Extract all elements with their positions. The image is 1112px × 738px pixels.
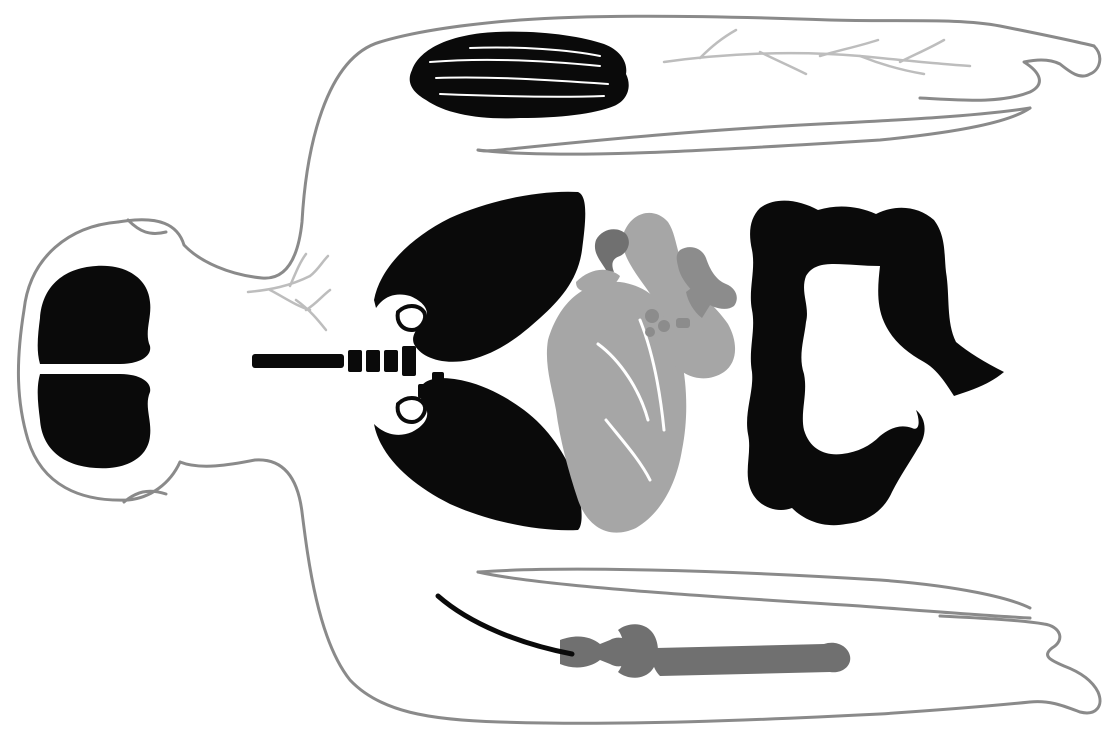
forearm-nerve [664,30,970,74]
gallbladder [595,229,629,272]
muscle [410,32,629,119]
brain [38,266,151,468]
brain-left-hemisphere [38,266,151,364]
leg-bones [560,624,850,678]
tendon [438,596,572,654]
large-intestine [747,201,1004,526]
brain-right-hemisphere [38,374,151,468]
trachea [252,346,416,376]
